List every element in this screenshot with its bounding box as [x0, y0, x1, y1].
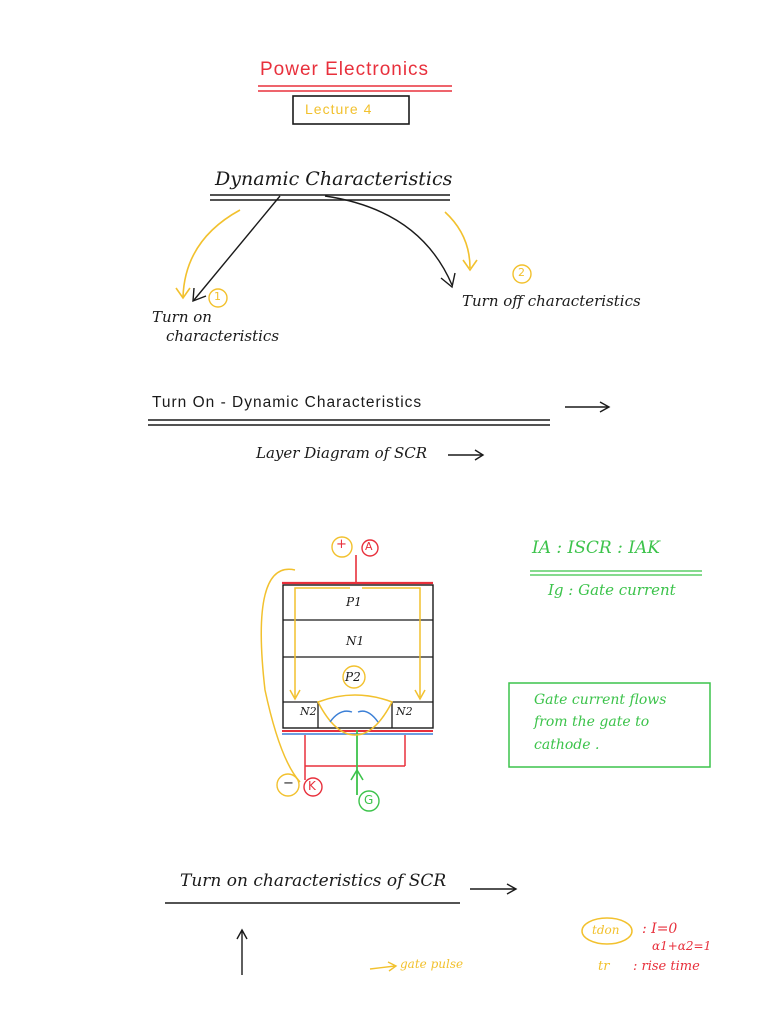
note-box-line1: Gate current flows	[534, 692, 667, 708]
note-box-line3: cathode .	[534, 737, 600, 753]
branch1-label-line1: Turn on	[152, 308, 212, 326]
number-circle-2	[512, 264, 532, 284]
layer-p2: P2	[345, 670, 361, 684]
tdon-oval	[581, 917, 633, 945]
arrow-turn-on	[193, 195, 281, 301]
anode-label: A	[365, 540, 373, 553]
gate-current-note: Ig : Gate current	[548, 581, 676, 599]
branch1-number: 1	[214, 290, 221, 303]
layer-n1: N1	[346, 634, 365, 648]
yellow-arrow-right	[444, 211, 471, 269]
turn-on-heading: Turn On - Dynamic Characteristics	[152, 394, 423, 411]
tdon-label: tdon	[592, 923, 620, 937]
layer-p1: P1	[346, 595, 362, 609]
note-box-line2: from the gate to	[534, 714, 650, 730]
layer-diagram-heading: Layer Diagram of SCR	[256, 444, 428, 462]
gate-pulse-label: gate pulse	[400, 957, 464, 971]
note-box	[508, 682, 711, 768]
plus-label: +	[336, 537, 347, 552]
scr-turn-on-heading: Turn on characteristics of SCR	[180, 871, 447, 891]
layer-n2-right: N2	[396, 705, 413, 718]
minus-label: −	[283, 776, 294, 791]
alpha-equation: α1+α2=1	[652, 939, 712, 953]
tr-definition: : rise time	[633, 959, 700, 974]
lecture-box	[292, 95, 410, 125]
branch1-label-line2: characteristics	[166, 327, 280, 345]
arrow-turn-off	[324, 195, 453, 286]
dynamic-heading: Dynamic Characteristics	[215, 168, 453, 190]
number-circle-1	[208, 288, 228, 308]
tr-label: tr	[598, 959, 610, 974]
currents-note: IA : ISCR : IAK	[532, 538, 660, 558]
lecture-label: Lecture 4	[305, 101, 373, 117]
branch2-label: Turn off characteristics	[462, 292, 641, 310]
gate-label: G	[364, 793, 374, 807]
scr-layer-diagram	[260, 536, 434, 812]
layer-n2-left: N2	[300, 705, 317, 718]
tdon-definition: : I=0	[642, 921, 678, 937]
page-title: Power Electronics	[260, 59, 430, 80]
cathode-label: K	[308, 779, 316, 793]
yellow-arrow-left	[182, 209, 241, 298]
branch2-number: 2	[518, 266, 525, 279]
